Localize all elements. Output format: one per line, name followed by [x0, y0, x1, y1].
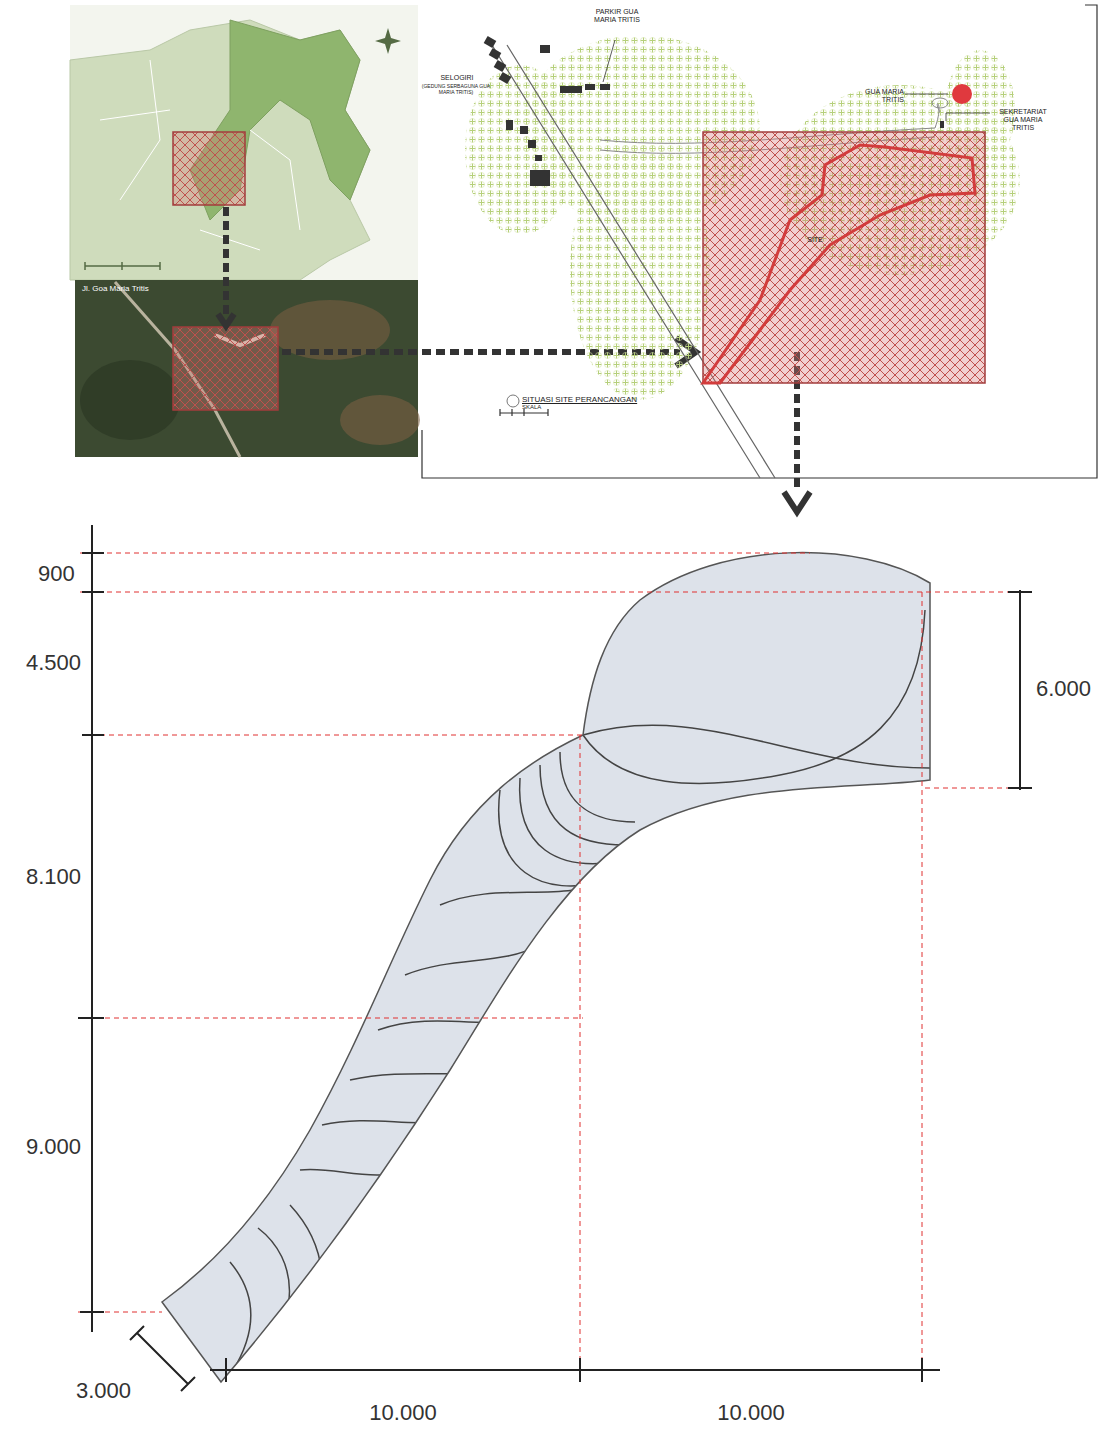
dimension-value: 4.500	[26, 650, 88, 675]
regional-map	[70, 5, 418, 280]
plan-caption: SITUASI SITE PERANCANGAN	[522, 395, 672, 404]
dimension-lines	[78, 525, 1032, 1391]
dimension-value: 3.000	[76, 1378, 140, 1403]
place-label: SELOGIRI	[432, 74, 482, 82]
dimension-value: 6.000	[1036, 676, 1100, 701]
scale-label: SKALA	[522, 404, 562, 411]
dimension-value: 10.000	[711, 1400, 791, 1425]
place-note: (GEDUNG SERBAGUNA GUA MARIA TRITIS)	[420, 84, 492, 96]
road-name: Jl. Goa Maria Tritis	[82, 284, 192, 293]
place-label: GUA MARIA TRITIS	[858, 88, 904, 104]
satellite-image	[75, 280, 420, 457]
dimension-value: 8.100	[26, 864, 88, 889]
dimension-value: 9.000	[26, 1134, 88, 1159]
dimension-value: 10.000	[363, 1400, 443, 1425]
site-situation-plan	[422, 5, 1097, 478]
dimension-value: 900	[38, 561, 86, 586]
place-label: SEKRETARIAT GUA MARIA TRITIS	[992, 108, 1054, 132]
place-label: PARKIR GUA MARIA TRITIS	[592, 8, 642, 24]
site-shape	[162, 553, 935, 1382]
site-label: SITE	[800, 236, 830, 244]
